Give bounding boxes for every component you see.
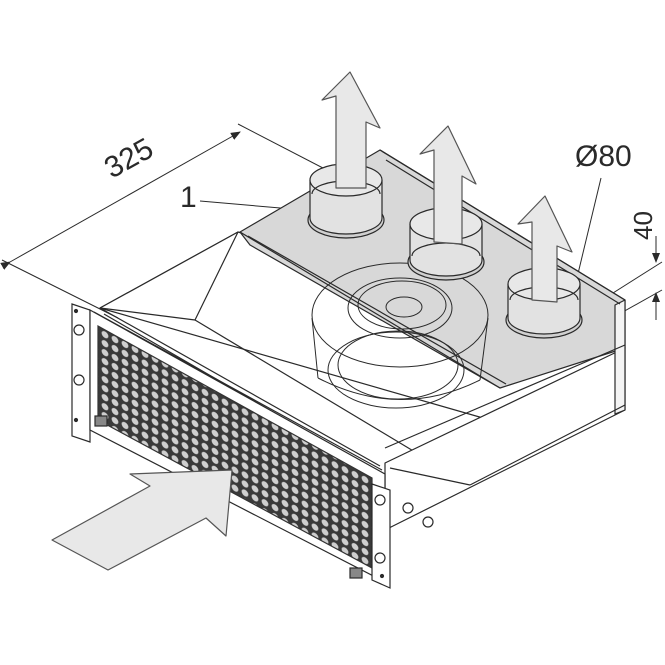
- part-number-label: 1: [180, 181, 197, 214]
- leader-d80: [575, 177, 602, 283]
- intake-arrow: [51, 469, 233, 571]
- exhaust-arrows: [321, 71, 573, 303]
- exhaust-arrow-1: [321, 71, 381, 189]
- leader-part-1: [199, 200, 293, 210]
- fan-impeller-outline: [311, 262, 489, 409]
- outlet-diameter-label: Ø80: [575, 140, 632, 173]
- exhaust-arrow-2: [419, 125, 477, 245]
- exhaust-arrow-3: [517, 195, 573, 303]
- outlet-height-label: 40: [628, 211, 658, 240]
- front-panel: [71, 303, 434, 589]
